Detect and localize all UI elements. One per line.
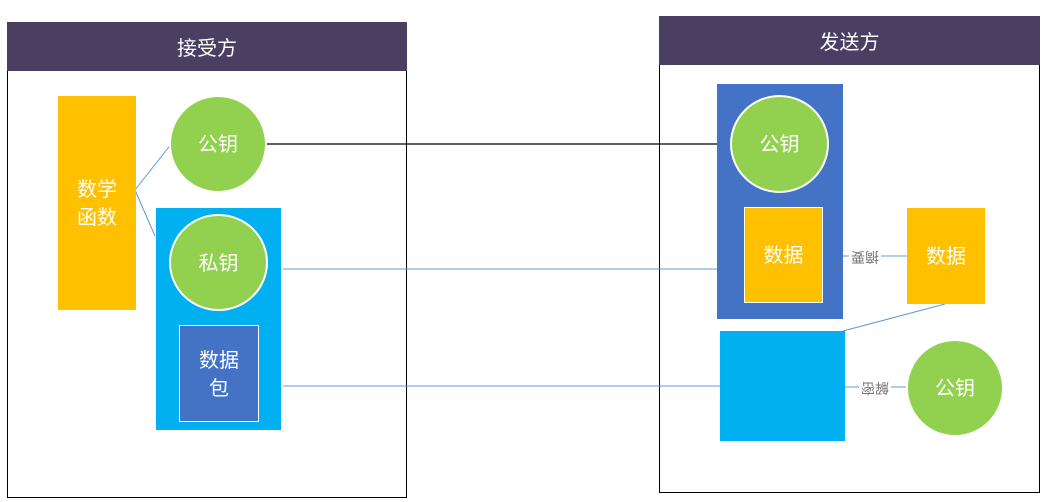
encrypted-box — [720, 331, 845, 441]
math-function-box: 数学 函数 — [58, 96, 136, 310]
data-to-box-line — [842, 303, 946, 332]
math-function-label: 数学 函数 — [77, 177, 117, 229]
data-packet-box: 数据 包 — [179, 325, 259, 422]
sender-public-key-label: 公钥 — [759, 132, 800, 156]
sender-inner-data-label: 数据 — [763, 243, 804, 267]
sender-bottom-public-key-label: 公钥 — [935, 376, 975, 400]
receiver-public-key-circle: 公钥 — [169, 95, 267, 193]
sender-inner-data-box: 数据 — [744, 207, 823, 303]
receiver-private-key-circle: 私钥 — [169, 214, 268, 311]
sender-title: 发送方 — [819, 30, 880, 54]
sender-public-key-circle: 公钥 — [730, 95, 829, 193]
receiver-private-key-label: 私钥 — [198, 250, 239, 275]
receiver-title: 接受方 — [177, 36, 237, 60]
data-packet-label: 数据 包 — [199, 347, 239, 400]
receiver-public-key-label: 公钥 — [198, 132, 238, 156]
sender-outer-data-label: 数据 — [926, 244, 966, 268]
sender-bottom-public-key-circle: 公钥 — [906, 339, 1004, 437]
summary-label: 摘要 — [849, 248, 881, 264]
decrypt-label: 解密 — [859, 379, 891, 395]
sender-header: 发送方 — [659, 16, 1040, 65]
receiver-header: 接受方 — [7, 22, 407, 71]
math-to-private-key-line — [134, 189, 156, 237]
math-to-public-key-line — [134, 142, 173, 191]
sender-outer-data-box: 数据 — [907, 208, 985, 304]
